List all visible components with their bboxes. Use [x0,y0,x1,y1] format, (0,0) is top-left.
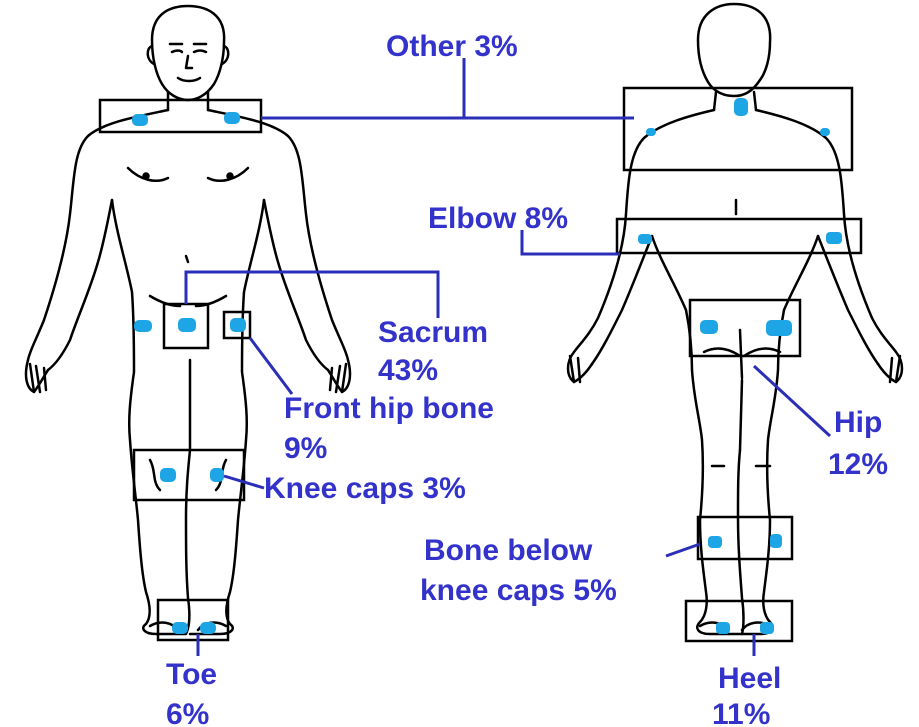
label-heel-1: Heel [718,662,781,695]
label-hip-2: 12% [828,448,888,481]
label-elbow: Elbow 8% [428,202,568,235]
spot-back-neck [734,98,748,116]
label-sacrum-2: 43% [378,354,438,387]
spot-back-heel-left [716,622,730,634]
label-toe-2: 6% [166,698,209,727]
back-elbow-box [617,219,861,253]
spot-back-shoulder-right [820,128,830,136]
label-bone-below-1: Bone below [424,534,593,567]
connector-front-hip [250,338,292,394]
label-toe-1: Toe [166,658,217,691]
connector-hip [754,366,830,436]
spot-back-elbow-right [826,232,842,244]
label-other: Other 3% [386,30,518,63]
label-heel-2: 11% [712,698,770,727]
spot-back-hip-right [766,320,792,336]
spot-back-elbow-left [638,234,652,244]
spot-back-heel-right [760,622,774,634]
spot-front-sacrum [178,318,196,332]
spot-front-toe-left [172,622,188,634]
spot-back-hip-left [700,320,718,334]
label-front-hip-2: 9% [284,432,327,465]
spot-back-below-knee-right [770,534,782,548]
spot-back-shoulder-left [646,128,656,136]
spot-front-hip-left [134,320,152,332]
label-sacrum-1: Sacrum [378,316,488,349]
spot-front-shoulder-left [132,114,148,126]
spot-front-toe-right [200,622,216,634]
labels: Other 3% Elbow 8% Sacrum 43% Front hip b… [166,30,888,727]
label-front-hip-1: Front hip bone [284,392,494,425]
connector-other [261,58,634,118]
label-bone-below-2: knee caps 5% [420,574,617,607]
spot-front-hip-right [230,318,246,332]
label-knee-caps: Knee caps 3% [264,472,466,505]
spot-front-shoulder-right [224,112,240,124]
spot-front-knee-left [160,468,176,482]
label-hip-1: Hip [834,406,882,439]
connector-below-knee [666,544,700,556]
spot-front-knee-right [210,468,224,482]
spot-back-below-knee-left [708,536,722,548]
